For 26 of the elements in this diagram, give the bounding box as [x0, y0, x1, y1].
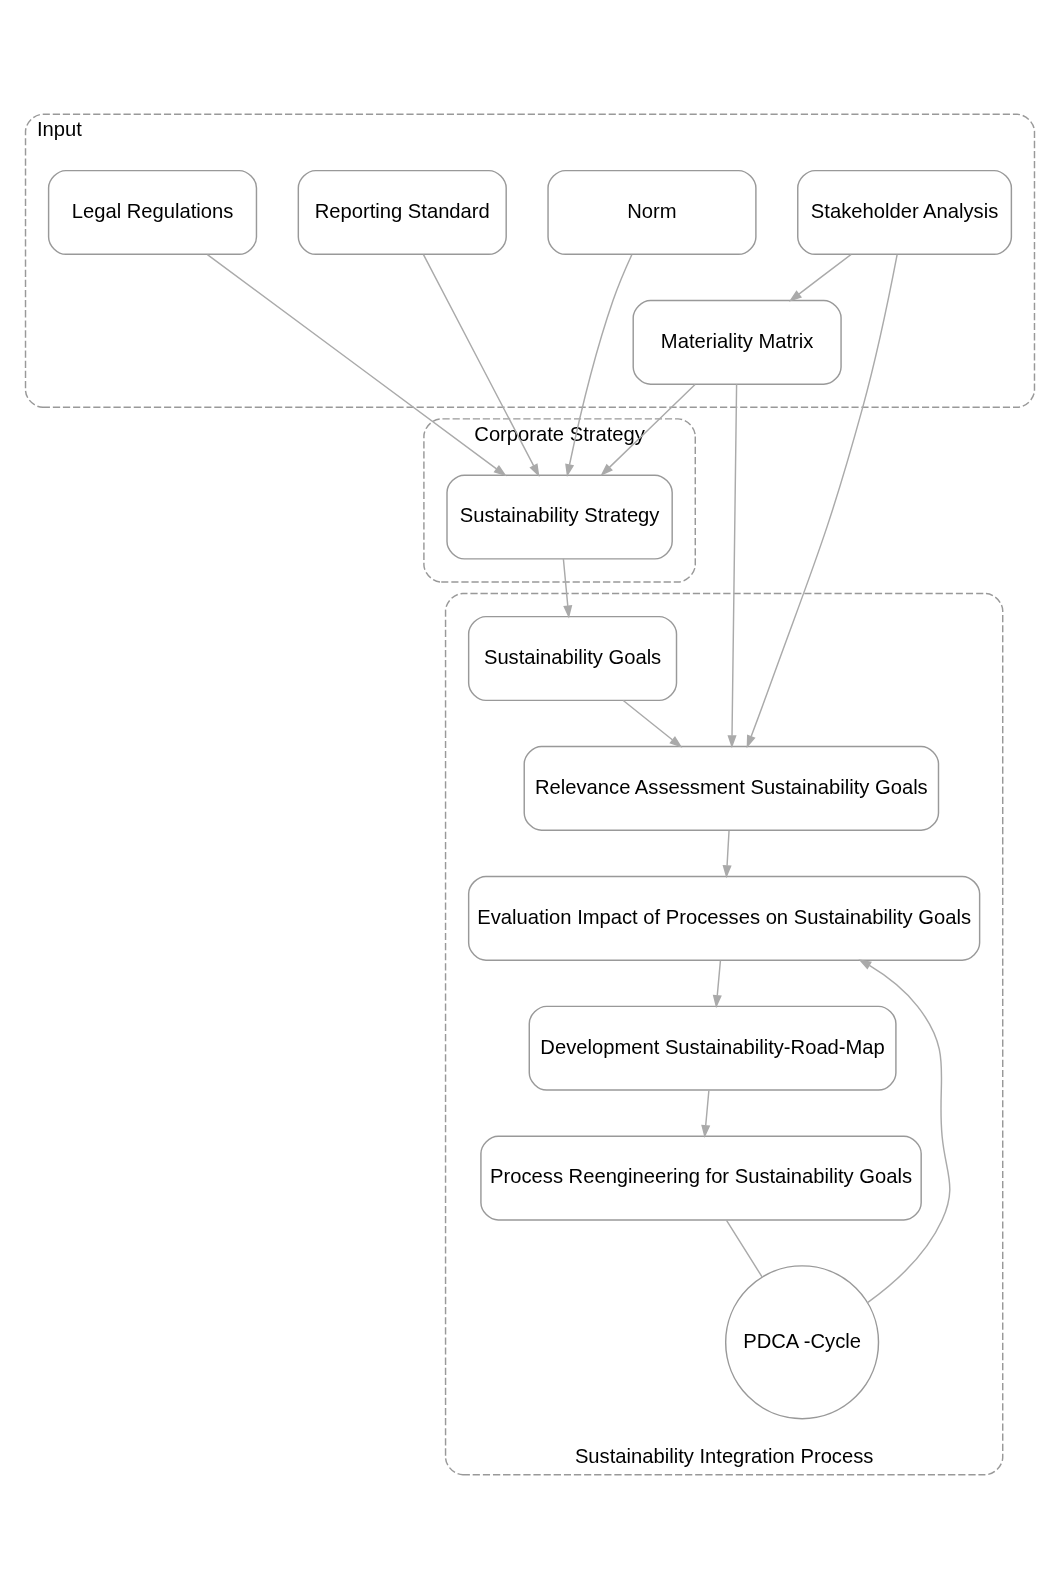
node-box: Process Reengineering for Sustainability Goals [480, 1135, 922, 1221]
node-box: Relevance Assessment Sustainability Goals [523, 745, 940, 831]
arrow [858, 959, 951, 1304]
node-box: Stakeholder Analysis [797, 169, 1013, 256]
node-box: Reporting Standard [297, 169, 507, 256]
arrow [746, 253, 898, 749]
arrow [600, 383, 696, 477]
node-circle: PDCA -Cycle [724, 1265, 880, 1420]
node-box: Evaluation Impact of Processes on Sustainability Goals [467, 875, 981, 961]
arrow [206, 253, 507, 477]
arrow [712, 959, 722, 1009]
node-box: Norm [547, 169, 757, 256]
arrow [701, 1089, 711, 1139]
node-box: Development Sustainability-Road-Map [528, 1005, 897, 1091]
arrow [422, 253, 540, 477]
node-box: Legal Regulations [47, 169, 258, 256]
arrow [565, 254, 633, 478]
arrow [622, 699, 683, 748]
node-box: Sustainability Strategy [446, 474, 673, 560]
arrow [788, 253, 852, 302]
arrow [727, 383, 738, 749]
arrow [722, 830, 732, 879]
connector [725, 1219, 763, 1278]
node-box: Materiality Matrix [632, 299, 842, 385]
node-box: Sustainability Goals [467, 615, 678, 702]
arrow [562, 558, 573, 619]
